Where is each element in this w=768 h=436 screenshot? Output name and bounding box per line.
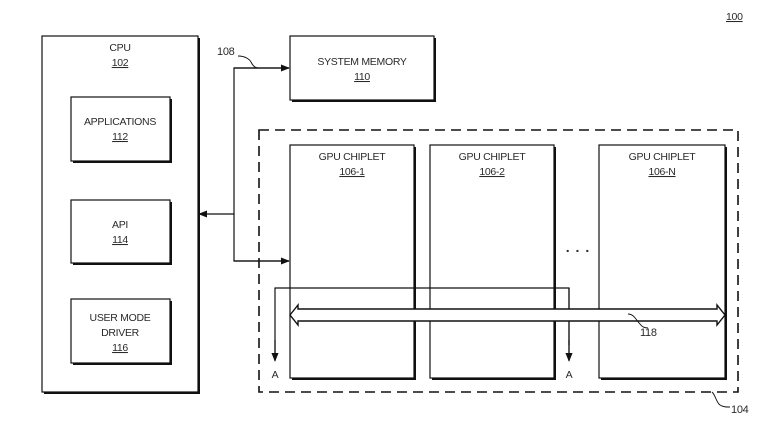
applications-ref: 112 [112,131,128,143]
api-ref: 114 [112,234,128,246]
api-box [70,199,171,264]
system-memory-ref: 110 [354,71,370,83]
gpu-chiplet-n-ref: 106-N [648,166,675,178]
api-block: API 114 [70,199,172,265]
user-mode-driver-label-line1: USER MODE [90,312,151,324]
gpu-chiplet-n-label: GPU CHIPLET [629,151,697,163]
gpu-array-dashed-box [258,129,739,393]
applications-box [70,96,171,162]
crosslink-ref-label: 118 [640,327,657,339]
user-mode-driver-label-line2: DRIVER [101,327,140,339]
crosslink-leader-line [627,313,649,329]
cpu-label: CPU [109,42,130,54]
system-memory-block: SYSTEM MEMORY 110 [289,35,436,102]
bus-line [233,67,289,262]
gpu-array: 104 GPU CHIPLET 106-1 GPU CHIPLET 106-2 … [258,129,749,416]
chiplet-ellipsis: . . . [566,239,590,255]
user-mode-driver-block: USER MODE DRIVER 116 [70,298,172,365]
user-mode-driver-box [70,298,171,364]
gpu-chiplet-2: GPU CHIPLET 106-2 [429,144,556,380]
crosslink-arrow [289,303,726,327]
system-memory-box [289,35,435,101]
gpu-chiplet-2-ref: 106-2 [479,166,505,178]
cpu-block: CPU 102 APPLICATIONS 112 API 114 USER MO… [41,35,200,394]
api-label: API [112,219,128,231]
bus-leader-line [237,55,260,69]
connector-a-right-label: A [566,369,573,381]
gpu-array-leader-line [711,391,731,408]
applications-label: APPLICATIONS [84,116,156,128]
bus-ref-label: 108 [217,46,235,58]
user-mode-driver-ref: 116 [112,342,128,354]
gpu-chiplet-1-label: GPU CHIPLET [319,151,387,163]
connector-a-left-label: A [272,369,279,381]
cpu-ref: 102 [112,57,129,69]
figure-ref-label: 100 [726,11,743,23]
gpu-chiplet-n: GPU CHIPLET 106-N [598,144,727,380]
crosslink-118: 118 [289,288,726,345]
gpu-chiplet-2-label: GPU CHIPLET [459,151,527,163]
bus-108: 108 [198,46,290,265]
gpu-chiplet-1-ref: 106-1 [339,166,365,178]
applications-block: APPLICATIONS 112 [70,96,172,163]
gpu-array-ref-label: 104 [731,404,749,416]
gpu-chiplet-2-box [429,144,555,379]
gpu-chiplet-1-box [289,144,415,379]
gpu-chiplet-n-box [598,144,726,379]
gpu-chiplet-1: GPU CHIPLET 106-1 [289,144,416,380]
system-memory-label: SYSTEM MEMORY [317,56,407,68]
